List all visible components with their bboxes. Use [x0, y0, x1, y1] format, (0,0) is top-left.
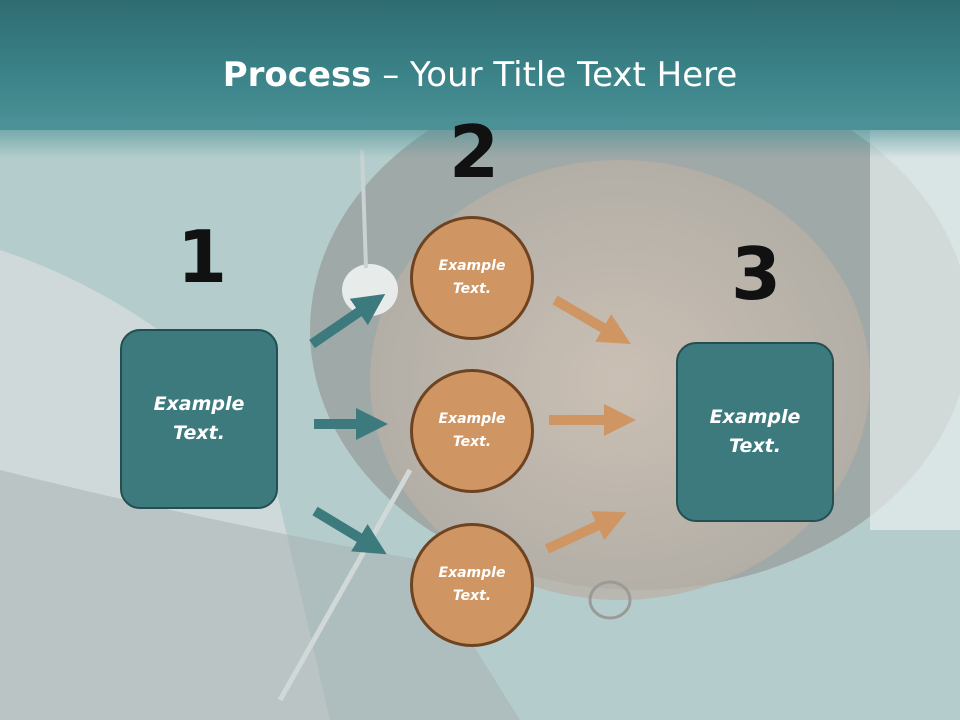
right-step-box-text: Example Text. [709, 406, 801, 457]
left-step-box[interactable]: Example Text. [120, 329, 278, 509]
process-circle-bottom[interactable]: Example Text. [410, 523, 534, 647]
slide-title: Process – Your Title Text Here [0, 52, 960, 98]
arrow-top-to-right [552, 295, 631, 345]
step-number-3: 3 [731, 232, 782, 316]
step-number-2: 2 [449, 110, 500, 194]
process-circle-top-text: Example Text. [438, 258, 506, 297]
right-step-box[interactable]: Example Text. [676, 342, 834, 522]
left-step-box-text: Example Text. [153, 393, 245, 444]
process-circle-top[interactable]: Example Text. [410, 216, 534, 340]
process-circle-middle-text: Example Text. [438, 411, 506, 450]
title-bar-fade [0, 118, 960, 158]
process-circle-middle[interactable]: Example Text. [410, 369, 534, 493]
step-number-1: 1 [177, 215, 228, 299]
title-rest: – Your Title Text Here [371, 55, 738, 95]
arrow-bottom-to-right [544, 511, 627, 554]
arrow-left-to-top [309, 293, 386, 349]
title-bar [0, 0, 960, 130]
title-bold: Process [222, 55, 372, 95]
process-circle-bottom-text: Example Text. [438, 565, 506, 604]
arrow-left-to-bottom [312, 506, 387, 555]
